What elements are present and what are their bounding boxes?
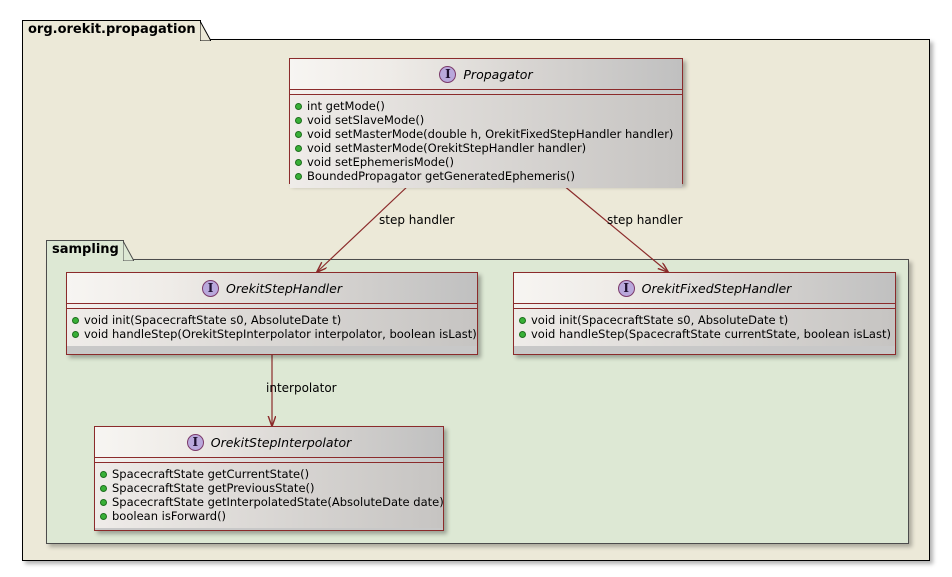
interface-icon: I	[617, 279, 635, 297]
class-header-orekitstepinterpolator: I OrekitStepInterpolator	[95, 427, 443, 458]
class-member: void setMasterMode(double h, OrekitFixed…	[295, 127, 677, 141]
class-attributes-compartment-orekitfixedstephandler	[514, 304, 895, 309]
class-methods-compartment-propagator: int getMode() void setSlaveMode() void s…	[290, 95, 682, 188]
class-methods-compartment-orekitfixedstephandler: void init(SpacecraftState s0, AbsoluteDa…	[514, 309, 895, 346]
member-signature: BoundedPropagator getGeneratedEphemeris(…	[307, 169, 576, 183]
member-signature: void handleStep(OrekitStepInterpolator i…	[84, 327, 477, 341]
class-methods-compartment-orekitstephandler: void init(SpacecraftState s0, AbsoluteDa…	[67, 309, 477, 346]
public-member-icon	[72, 330, 79, 338]
class-box-propagator[interactable]: I Propagator int getMode() void setSlave…	[289, 58, 683, 188]
member-signature: void setSlaveMode()	[307, 113, 425, 127]
edge-label-interpolator: interpolator	[266, 381, 337, 395]
public-member-icon	[519, 330, 526, 338]
interface-icon: I	[202, 279, 220, 297]
member-signature: void setMasterMode(OrekitStepHandler han…	[307, 141, 587, 155]
class-box-orekitstephandler[interactable]: I OrekitStepHandler void init(Spacecraft…	[66, 272, 478, 355]
class-member: BoundedPropagator getGeneratedEphemeris(…	[295, 169, 677, 183]
class-member: void init(SpacecraftState s0, AbsoluteDa…	[519, 313, 890, 327]
package-label-sampling: sampling	[46, 240, 134, 261]
class-methods-compartment-orekitstepinterpolator: SpacecraftState getCurrentState() Spacec…	[95, 463, 444, 528]
class-member: void init(SpacecraftState s0, AbsoluteDa…	[72, 313, 472, 327]
class-member: int getMode()	[295, 99, 677, 113]
member-signature: void setEphemerisMode()	[307, 155, 454, 169]
public-member-icon	[295, 102, 302, 110]
class-member: boolean isForward()	[100, 509, 438, 523]
package-name-text: sampling	[52, 242, 119, 257]
public-member-icon	[72, 316, 79, 324]
class-name-propagator: Propagator	[463, 66, 533, 82]
package-label-org-orekit-propagation: org.orekit.propagation	[22, 20, 211, 41]
member-signature: SpacecraftState getInterpolatedState(Abs…	[112, 495, 444, 509]
class-name-orekitfixedstephandler: OrekitFixedStepHandler	[641, 280, 792, 296]
class-header-orekitfixedstephandler: I OrekitFixedStepHandler	[514, 273, 895, 304]
public-member-icon	[100, 498, 107, 506]
package-name-text: org.orekit.propagation	[28, 22, 196, 37]
class-header-propagator: I Propagator	[290, 59, 682, 90]
class-member: void setSlaveMode()	[295, 113, 677, 127]
class-name-orekitstephandler: OrekitStepHandler	[226, 280, 342, 296]
member-signature: void init(SpacecraftState s0, AbsoluteDa…	[531, 313, 789, 327]
class-member: void setMasterMode(OrekitStepHandler han…	[295, 141, 677, 155]
class-name-orekitstepinterpolator: OrekitStepInterpolator	[210, 434, 352, 450]
public-member-icon	[295, 144, 302, 152]
public-member-icon	[519, 316, 526, 324]
edge-label-step-handler-right: step handler	[607, 213, 683, 227]
public-member-icon	[100, 470, 107, 478]
member-signature: int getMode()	[307, 99, 385, 113]
public-member-icon	[295, 158, 302, 166]
interface-icon: I	[186, 433, 204, 451]
member-signature: SpacecraftState getCurrentState()	[112, 467, 310, 481]
member-signature: void setMasterMode(double h, OrekitFixed…	[307, 127, 674, 141]
member-signature: void init(SpacecraftState s0, AbsoluteDa…	[84, 313, 342, 327]
class-header-orekitstephandler: I OrekitStepHandler	[67, 273, 477, 304]
class-member: void setEphemerisMode()	[295, 155, 677, 169]
edge-label-step-handler-left: step handler	[379, 213, 455, 227]
interface-icon: I	[439, 65, 457, 83]
class-attributes-compartment-orekitstephandler	[67, 304, 477, 309]
class-member: SpacecraftState getPreviousState()	[100, 481, 438, 495]
public-member-icon	[295, 130, 302, 138]
class-member: void handleStep(OrekitStepInterpolator i…	[72, 327, 477, 341]
class-box-orekitstepinterpolator[interactable]: I OrekitStepInterpolator SpacecraftState…	[94, 426, 444, 531]
member-signature: boolean isForward()	[112, 509, 227, 523]
class-attributes-compartment-orekitstepinterpolator	[95, 458, 443, 463]
package-tab-fold-icon	[199, 21, 211, 41]
class-member: SpacecraftState getCurrentState()	[100, 467, 438, 481]
class-member: void handleStep(SpacecraftState currentS…	[519, 327, 891, 341]
public-member-icon	[100, 484, 107, 492]
public-member-icon	[295, 116, 302, 124]
class-member: SpacecraftState getInterpolatedState(Abs…	[100, 495, 444, 509]
public-member-icon	[295, 172, 302, 180]
class-box-orekitfixedstephandler[interactable]: I OrekitFixedStepHandler void init(Space…	[513, 272, 896, 355]
class-attributes-compartment-propagator	[290, 90, 682, 95]
member-signature: void handleStep(SpacecraftState currentS…	[531, 327, 891, 341]
public-member-icon	[100, 512, 107, 520]
member-signature: SpacecraftState getPreviousState()	[112, 481, 315, 495]
package-tab-fold-icon	[122, 241, 134, 261]
